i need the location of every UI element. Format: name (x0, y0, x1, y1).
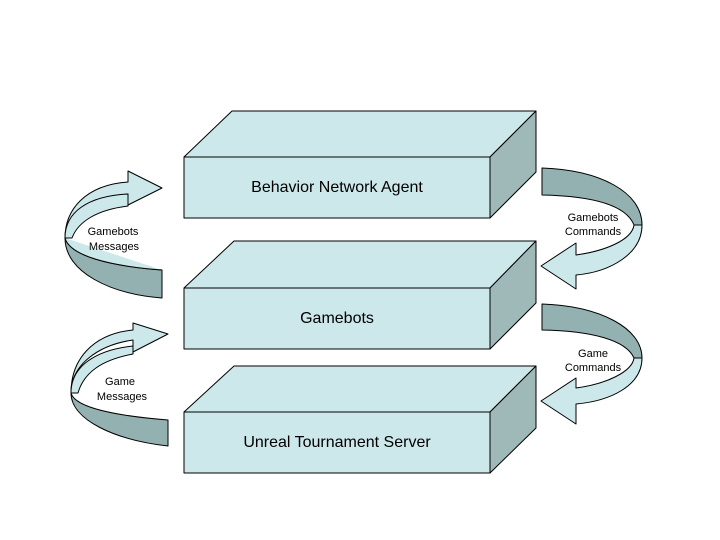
arrow-band-front (540, 224, 643, 290)
arrow-band-front (540, 357, 643, 425)
box-front-face (183, 287, 491, 350)
layer-label-gamebots: Gamebots (300, 310, 374, 327)
arrow-band-back (70, 392, 169, 447)
flow-label-line1: Gamebots (88, 226, 139, 238)
gamebots-messages-arrow: Gamebots Messages (64, 170, 163, 299)
flow-label-line2: Commands (565, 362, 622, 374)
box-front-face (183, 156, 491, 219)
flow-label-line2: Messages (97, 391, 148, 403)
layer-label-server: Unreal Tournament Server (243, 434, 431, 451)
flow-label-line2: Messages (89, 241, 140, 253)
layer-box-gamebots: Gamebots (183, 240, 537, 350)
flow-label-line2: Commands (565, 226, 622, 238)
arrow-curve-front (70, 345, 134, 394)
layer-box-server: Unreal Tournament Server (183, 365, 537, 474)
flow-label-line1: Game (105, 376, 135, 388)
box-top-face (183, 365, 537, 413)
game-commands-arrow: Game Commands (540, 303, 643, 425)
gamebots-commands-arrow: Gamebots Commands (540, 167, 643, 290)
arrow-curve-front (64, 193, 129, 239)
box-front-face (183, 411, 491, 474)
layer-label-agent: Behavior Network Agent (251, 179, 423, 196)
game-messages-arrow: Game Messages (70, 322, 169, 447)
flow-label-line1: Gamebots (568, 212, 619, 224)
box-top-face (183, 110, 537, 158)
layer-box-agent: Behavior Network Agent (183, 110, 537, 219)
flow-label-line1: Game (578, 348, 608, 360)
box-top-face (183, 240, 537, 289)
arrow-band-front (70, 322, 169, 394)
